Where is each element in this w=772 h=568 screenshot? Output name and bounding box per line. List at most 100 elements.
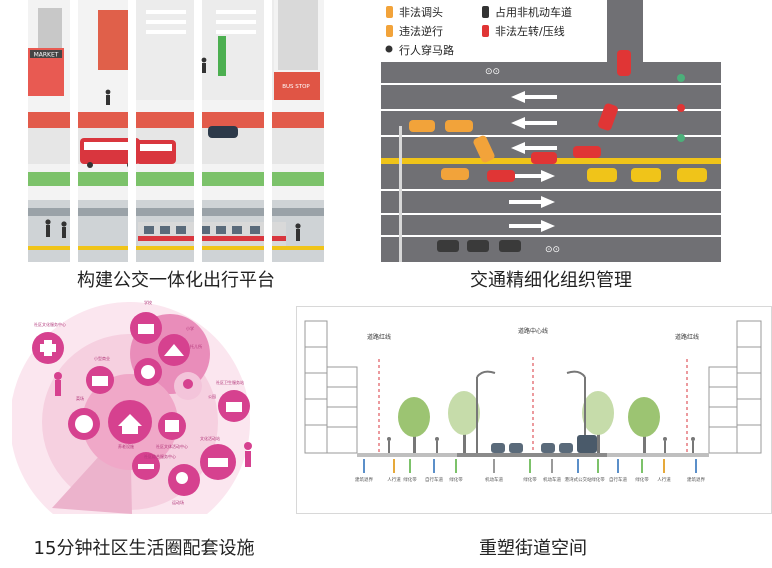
community-label: 学校: [144, 299, 152, 305]
section-label: 建筑退界: [355, 476, 373, 483]
bike-lane-icon: ⊙⊙: [485, 67, 500, 77]
section-label: 人行道: [387, 476, 401, 483]
legend-item: 非法调头: [386, 5, 443, 19]
tree-icon: [582, 391, 614, 453]
community-label: 文化活动站: [200, 435, 220, 441]
car-icon: [677, 168, 707, 182]
community-label: 社区文体活动中心: [156, 443, 188, 449]
community-label: 菜场: [76, 395, 84, 401]
community-life-circle-diagram: 社区文化服务中心 学校 小学 托儿所 小型商业 菜场 公园 社区卫生服务站 养老…: [12, 298, 268, 514]
right-arrows: [509, 170, 555, 232]
svg-text:非法调头: 非法调头: [399, 5, 443, 19]
kindergarten-icon: [158, 334, 190, 366]
caption-street-space: 重塑街道空间: [479, 538, 587, 559]
community-label: 小型商业: [94, 355, 110, 361]
bus-stop-building: BUS STOP: [274, 72, 320, 100]
car-icon: [559, 443, 573, 453]
section-label: 自行车道: [609, 476, 627, 483]
car-icon: [467, 240, 489, 252]
community-label: 社区综合服务中心: [144, 453, 176, 459]
section-label: 自行车道: [425, 476, 443, 483]
car-icon: [541, 443, 555, 453]
section-label: 绿化带: [635, 476, 649, 483]
svg-text:行人穿马路: 行人穿马路: [399, 43, 454, 57]
section-label: 人行道: [657, 476, 671, 483]
car-icon: [499, 240, 521, 252]
car-icon: [598, 103, 618, 131]
caption-traffic-management: 交通精细化组织管理: [470, 270, 632, 291]
lane-markers: [363, 459, 697, 473]
car-icon: [491, 443, 505, 453]
gift-icon: [158, 412, 186, 440]
traffic-management-diagram: 非法调头 违法逆行 行人穿马路 占用非机动车道 非法左转/压线: [381, 0, 721, 262]
clock-icon: [68, 408, 100, 440]
elderly-icon: [54, 372, 62, 396]
community-label: 小学: [186, 325, 194, 331]
tree-icon: [398, 397, 430, 453]
school-icon: [130, 312, 162, 344]
bus-stop-sign: BUS STOP: [282, 84, 310, 90]
legend-item: 占用非机动车道: [482, 5, 572, 19]
center-line-label: 道路中心线: [518, 327, 548, 335]
red-line-label: 道路红线: [675, 333, 699, 341]
car-icon: [409, 120, 435, 132]
section-label: 机动车道: [485, 476, 503, 483]
car-icon: [445, 120, 473, 132]
car-icon: [509, 443, 523, 453]
car-icon: [617, 50, 631, 76]
car-icon: [487, 170, 515, 182]
racket-icon: [168, 464, 200, 496]
market-sign: MARKET: [34, 52, 59, 59]
section-label: 绿化带: [403, 476, 417, 483]
car-icon: [573, 146, 601, 158]
park-icon: [174, 372, 202, 400]
caption-community-life-circle: 15分钟社区生活圈配套设施: [33, 538, 255, 559]
community-label: 运动场: [172, 499, 184, 505]
car-icon: [587, 168, 617, 182]
pedestrian-icons: [45, 57, 301, 241]
legend-item: 违法逆行: [386, 24, 443, 38]
community-label: 养老设施: [118, 443, 134, 449]
svg-text:非法左转/压线: 非法左转/压线: [495, 24, 565, 38]
street-lamp: [399, 126, 402, 262]
car-icon: [437, 240, 459, 252]
section-label: 绿化带: [523, 476, 537, 483]
person-icon: [244, 442, 252, 467]
street-section-diagram: 道路红线 道路中心线 道路红线: [296, 306, 772, 514]
car-icon: [208, 126, 238, 138]
caption-transit-integration: 构建公交一体化出行平台: [77, 270, 275, 291]
tree-icon: [448, 391, 480, 453]
section-label: 港湾式公交站: [565, 476, 592, 483]
tree-icon: [628, 397, 660, 453]
bench-icon: [132, 452, 160, 480]
culture-icon: [134, 358, 162, 386]
community-label: 社区卫生服务站: [216, 379, 244, 385]
bus-icon: [136, 140, 176, 164]
pedestrian-icons: [677, 74, 685, 142]
section-label: 绿化带: [591, 476, 605, 483]
left-arrows: [511, 91, 557, 154]
transit-integration-illustration: MARKET BUS STOP: [28, 0, 324, 262]
section-label: 绿化带: [449, 476, 463, 483]
car-icon: [631, 168, 661, 182]
building-right: [708, 320, 762, 454]
shop-icon: [86, 366, 114, 394]
community-label: 社区文化服务中心: [34, 321, 66, 327]
car-icon: [531, 152, 557, 164]
svg-text:违法逆行: 违法逆行: [399, 24, 443, 38]
legend-item: 非法左转/压线: [482, 24, 565, 38]
market-building: MARKET: [28, 48, 64, 96]
legend-item: 行人穿马路: [385, 43, 454, 57]
section-label: 建筑退界: [687, 476, 705, 483]
tram-icon: [138, 222, 286, 246]
car-icon: [473, 135, 495, 163]
legend-box: [381, 0, 607, 62]
community-label: 托儿所: [190, 343, 202, 349]
bike-lane-icon: ⊙⊙: [545, 245, 560, 255]
pedestrian-icons: [387, 437, 695, 453]
ticket-icon: [200, 444, 236, 480]
hospital-icon: [32, 332, 64, 364]
columns-icon: [218, 390, 250, 422]
red-line-label: 道路红线: [367, 333, 391, 341]
building-left: [304, 320, 358, 454]
